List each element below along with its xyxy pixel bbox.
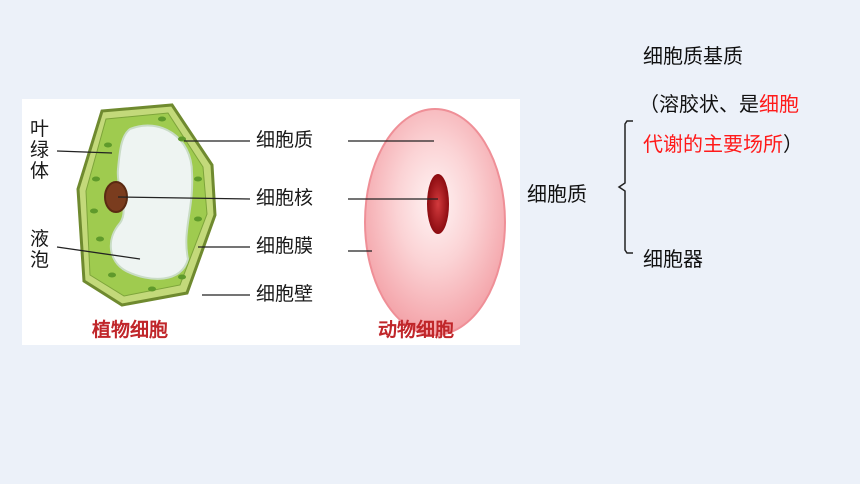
caption-plant-cell: 植物细胞 bbox=[92, 319, 169, 341]
outline-matrix-desc-line1: （溶胶状、是细胞 bbox=[639, 94, 799, 114]
label-wall: 细胞壁 bbox=[256, 283, 314, 305]
label-chloroplast: 叶绿体 bbox=[30, 118, 50, 182]
outline-matrix-desc-red-2: 代谢的主要场所 bbox=[643, 132, 783, 156]
label-membrane: 细胞膜 bbox=[256, 235, 314, 257]
outline-root-cytoplasm: 细胞质 bbox=[527, 182, 587, 206]
outline-matrix-desc-red-1: 细胞 bbox=[759, 92, 799, 116]
outline-matrix-desc-prefix: （溶胶状、是 bbox=[639, 92, 759, 116]
plant-chloroplasts bbox=[90, 116, 202, 292]
outline-organelles: 细胞器 bbox=[643, 247, 703, 271]
animal-leader-lines bbox=[348, 140, 438, 252]
cell-illustrations bbox=[56, 103, 506, 336]
outline-matrix-desc-line2: 代谢的主要场所） bbox=[643, 134, 803, 154]
outline-matrix-desc-suffix: ） bbox=[783, 132, 803, 156]
label-nucleus: 细胞核 bbox=[256, 187, 314, 209]
plant-leader-lines bbox=[56, 140, 251, 296]
label-cytoplasm: 细胞质 bbox=[256, 129, 314, 151]
label-vacuole: 液泡 bbox=[30, 228, 50, 271]
caption-animal-cell: 动物细胞 bbox=[378, 319, 455, 341]
cell-comparison-figure: 叶绿体 液泡 细胞质 细胞核 细胞膜 细胞壁 植物细胞 动物细胞 bbox=[22, 99, 520, 345]
outline-matrix-title: 细胞质基质 bbox=[643, 44, 743, 68]
plant-vacuole bbox=[110, 124, 194, 280]
animal-nucleus bbox=[427, 174, 449, 234]
